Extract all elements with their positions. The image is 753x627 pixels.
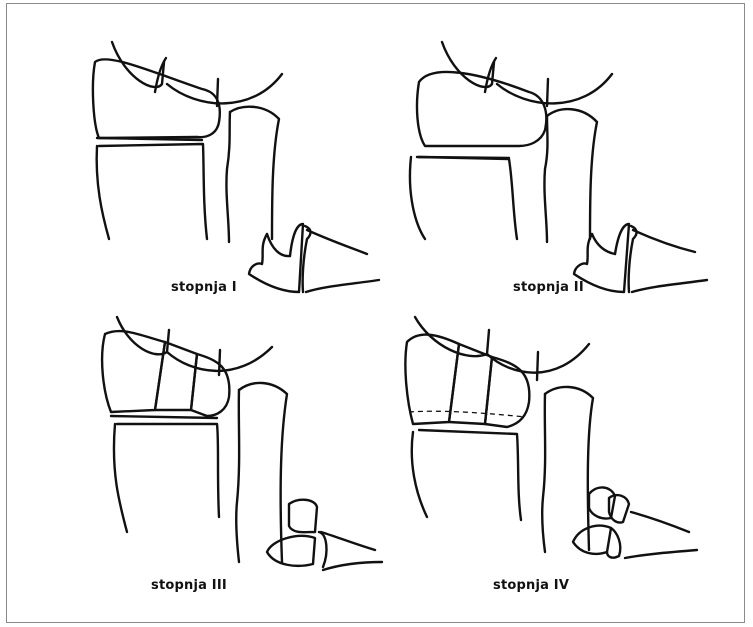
caption-stage-1: stopnja I (171, 280, 237, 295)
panel-stage-4: stopnja IV (397, 312, 725, 612)
panel-stage-3: stopnja III (67, 312, 395, 612)
figure-frame: stopnja I stopnja II (6, 3, 745, 623)
panel-stage-2: stopnja II (397, 34, 725, 334)
wrist-drawing-stage-3 (67, 312, 395, 612)
wrist-drawing-stage-4 (397, 312, 725, 612)
caption-stage-3: stopnja III (151, 578, 227, 593)
panel-stage-1: stopnja I (67, 34, 395, 334)
caption-stage-4: stopnja IV (493, 578, 569, 593)
caption-stage-2: stopnja II (513, 280, 584, 295)
